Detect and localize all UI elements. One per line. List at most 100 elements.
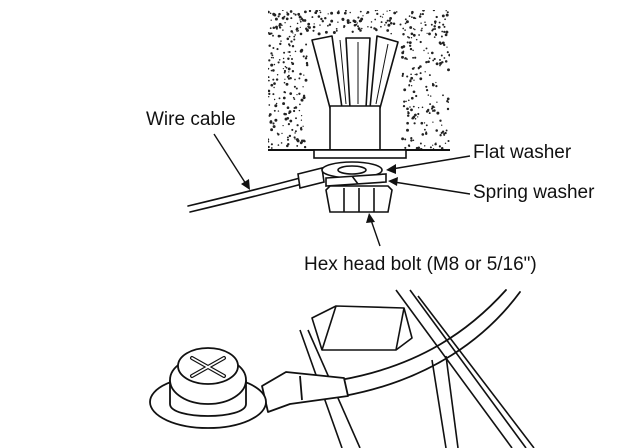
concrete-speckle bbox=[294, 50, 297, 53]
concrete-speckle bbox=[409, 47, 413, 51]
concrete-speckle bbox=[349, 21, 352, 24]
concrete-speckle bbox=[321, 20, 324, 23]
concrete-speckle bbox=[357, 25, 359, 28]
concrete-speckle bbox=[404, 138, 407, 141]
concrete-speckle bbox=[444, 131, 447, 135]
concrete-speckle bbox=[406, 114, 410, 117]
concrete-speckle bbox=[357, 16, 360, 19]
concrete-speckle bbox=[280, 142, 283, 144]
concrete-speckle bbox=[420, 22, 422, 24]
concrete-speckle bbox=[288, 35, 291, 38]
concrete-speckle bbox=[284, 78, 286, 80]
concrete-speckle bbox=[281, 16, 285, 20]
concrete-speckle bbox=[402, 104, 406, 108]
concrete-speckle bbox=[273, 98, 276, 101]
concrete-speckle bbox=[386, 29, 390, 32]
concrete-speckle bbox=[444, 142, 447, 145]
concrete-speckle bbox=[404, 146, 407, 149]
concrete-speckle bbox=[289, 10, 293, 13]
concrete-speckle bbox=[401, 74, 404, 78]
concrete-speckle bbox=[429, 146, 432, 149]
concrete-speckle bbox=[438, 145, 441, 148]
concrete-speckle bbox=[302, 55, 305, 58]
concrete-speckle bbox=[293, 38, 296, 41]
concrete-speckle bbox=[417, 107, 420, 109]
concrete-speckle bbox=[317, 15, 321, 18]
concrete-speckle bbox=[351, 30, 354, 33]
concrete-speckle bbox=[270, 69, 273, 72]
concrete-speckle bbox=[446, 107, 450, 111]
concrete-speckle bbox=[302, 125, 304, 127]
concrete-speckle bbox=[272, 78, 275, 81]
concrete-speckle bbox=[294, 136, 296, 139]
concrete-speckle bbox=[433, 25, 436, 28]
concrete-speckle bbox=[288, 44, 291, 47]
concrete-speckle bbox=[443, 30, 446, 34]
concrete-speckle bbox=[289, 77, 292, 80]
concrete-speckle bbox=[268, 145, 270, 149]
concrete-speckle bbox=[305, 61, 309, 65]
concrete-speckle bbox=[271, 54, 274, 57]
concrete-speckle bbox=[300, 18, 304, 21]
concrete-speckle bbox=[439, 58, 441, 61]
concrete-speckle bbox=[300, 119, 303, 121]
concrete-speckle bbox=[285, 17, 289, 21]
concrete-speckle bbox=[287, 51, 289, 53]
concrete-speckle bbox=[269, 12, 272, 15]
concrete-speckle bbox=[268, 79, 270, 82]
concrete-speckle bbox=[273, 63, 276, 66]
concrete-speckle bbox=[283, 91, 286, 94]
concrete-speckle bbox=[268, 113, 272, 116]
concrete-speckle bbox=[439, 43, 442, 45]
concrete-speckle bbox=[295, 87, 298, 90]
concrete-speckle bbox=[327, 24, 329, 27]
concrete-speckle bbox=[403, 88, 407, 92]
concrete-speckle bbox=[434, 22, 437, 25]
concrete-speckle bbox=[296, 30, 298, 32]
expansion-anchor bbox=[311, 35, 399, 151]
concrete-speckle bbox=[376, 12, 379, 16]
concrete-speckle bbox=[270, 32, 273, 35]
concrete-speckle bbox=[274, 104, 278, 108]
concrete-speckle bbox=[424, 132, 428, 136]
concrete-speckle bbox=[357, 27, 361, 31]
concrete-speckle bbox=[423, 122, 426, 124]
concrete-speckle bbox=[434, 142, 437, 146]
concrete-speckle bbox=[273, 109, 276, 112]
concrete-speckle bbox=[298, 109, 301, 112]
concrete-speckle bbox=[402, 50, 405, 53]
concrete-speckle bbox=[294, 13, 297, 16]
concrete-speckle bbox=[332, 31, 336, 34]
concrete-speckle bbox=[287, 74, 290, 77]
concrete-speckle bbox=[268, 89, 271, 93]
concrete-speckle bbox=[298, 92, 301, 95]
concrete-speckle bbox=[291, 128, 294, 131]
concrete-speckle bbox=[282, 61, 285, 64]
concrete-speckle bbox=[282, 29, 284, 31]
concrete-speckle bbox=[409, 106, 411, 108]
concrete-speckle bbox=[433, 109, 436, 112]
concrete-speckle bbox=[423, 49, 425, 52]
concrete-speckle bbox=[304, 78, 308, 82]
concrete-speckle bbox=[414, 56, 417, 59]
concrete-speckle bbox=[313, 23, 315, 25]
concrete-speckle bbox=[296, 22, 299, 25]
concrete-speckle bbox=[295, 138, 299, 142]
concrete-speckle bbox=[294, 130, 297, 133]
concrete-speckle bbox=[381, 16, 384, 18]
concrete-speckle bbox=[289, 25, 292, 28]
concrete-speckle bbox=[286, 138, 290, 141]
concrete-speckle bbox=[356, 22, 358, 24]
concrete-speckle bbox=[282, 96, 286, 100]
concrete-speckle bbox=[335, 29, 338, 32]
wire-cable-shape bbox=[187, 161, 383, 213]
concrete-speckle bbox=[410, 84, 413, 87]
hex-head-bolt-label: Hex head bolt (M8 or 5/16") bbox=[304, 254, 537, 275]
leader-arrowheads bbox=[241, 164, 398, 223]
concrete-speckle bbox=[268, 96, 270, 98]
hex-head-bolt-shape bbox=[325, 185, 393, 213]
concrete-speckle bbox=[273, 82, 276, 85]
concrete-speckle bbox=[414, 113, 417, 117]
concrete-speckle bbox=[272, 125, 276, 129]
concrete-speckle bbox=[432, 28, 435, 31]
